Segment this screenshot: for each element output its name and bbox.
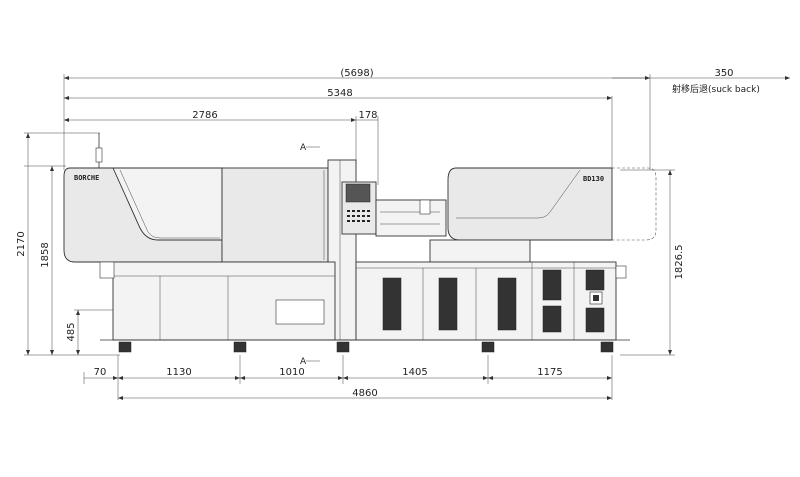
safety-door xyxy=(112,167,223,241)
dim-1130: 1130 xyxy=(166,367,191,378)
dim-178: 178 xyxy=(358,110,377,121)
dim-2786: 2786 xyxy=(192,110,217,121)
dim-1175: 1175 xyxy=(537,367,562,378)
brand-logo: BORCHE xyxy=(74,174,99,182)
injection-support xyxy=(429,239,531,263)
dim-1010: 1010 xyxy=(279,367,304,378)
bottom-dimensions: 70 1130 1010 1405 1175 A 4860 xyxy=(83,355,613,400)
vent-3 xyxy=(497,277,517,331)
suck-back-outline xyxy=(612,167,657,241)
vent-4 xyxy=(542,269,562,301)
leveling-feet xyxy=(118,341,614,353)
nozzle-area xyxy=(375,199,447,237)
vent-2 xyxy=(438,277,458,331)
control-screen xyxy=(345,183,371,203)
dim-5348: 5348 xyxy=(327,88,352,99)
dim-5698: (5698) xyxy=(340,68,373,79)
dim-485: 485 xyxy=(66,322,77,341)
dim-2170: 2170 xyxy=(16,231,27,256)
foot-3 xyxy=(336,341,350,353)
dim-1858: 1858 xyxy=(40,242,51,267)
model-label: BD130 xyxy=(583,175,604,183)
dim-1405: 1405 xyxy=(402,367,427,378)
right-dimensions: 1826.5 xyxy=(620,169,685,356)
dim-70: 70 xyxy=(94,367,107,378)
suck-back-label: 射移后退(suck back) xyxy=(672,83,760,95)
vent-1 xyxy=(382,277,402,331)
foot-4 xyxy=(481,341,495,353)
vent-panels xyxy=(382,269,605,333)
section-mark-top: A xyxy=(300,143,307,153)
machine-body: BORCHE BD130 xyxy=(63,133,657,353)
vent-5 xyxy=(542,305,562,333)
foot-2 xyxy=(233,341,247,353)
foot-1 xyxy=(118,341,132,353)
base-nameplate xyxy=(275,299,325,325)
left-dimensions: 2170 1858 485 xyxy=(16,132,120,356)
dim-350: 350 xyxy=(714,68,733,79)
vent-7 xyxy=(585,307,605,333)
vent-6 xyxy=(585,269,605,291)
dim-18265: 1826.5 xyxy=(674,245,685,280)
top-dimensions: (5698) 350 射移后退(suck back) 5348 2786 178… xyxy=(63,68,790,185)
center-cover xyxy=(221,167,329,263)
section-mark-bottom: A xyxy=(300,357,307,367)
foot-5 xyxy=(600,341,614,353)
dim-4860: 4860 xyxy=(352,388,377,399)
